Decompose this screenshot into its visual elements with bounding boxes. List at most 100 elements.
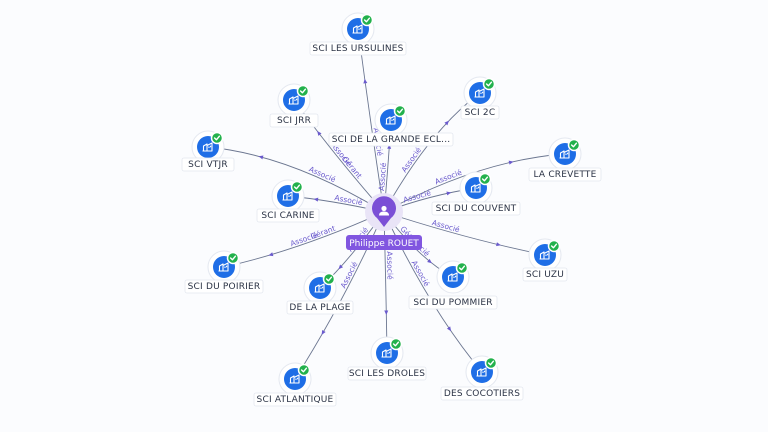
building-icon [539, 250, 550, 260]
node-label: SCI UZU [526, 270, 564, 280]
node-label-bg [328, 132, 454, 147]
company-node-sci-carine[interactable]: SCI CARINE [256, 179, 320, 223]
edge-label: Associé [433, 168, 463, 187]
verified-check-icon [210, 131, 224, 145]
building-icon [288, 95, 299, 105]
verified-check-icon [322, 272, 336, 286]
node-label-bg [431, 201, 521, 216]
node-label-bg [184, 279, 264, 294]
center-person-node[interactable]: Philippe ROUET [346, 193, 422, 250]
node-label-bg [440, 386, 524, 401]
node-label-bg [528, 167, 602, 182]
edge-arrow [313, 197, 319, 202]
node-label-bg [309, 41, 407, 56]
company-node-sci-du-poirier[interactable]: SCI DU POIRIER [184, 250, 264, 294]
edge-line [383, 211, 546, 256]
verified-check-icon [547, 239, 561, 253]
edge-label: Associé [410, 259, 432, 288]
building-icon [381, 348, 392, 358]
node-label-bg [269, 113, 319, 128]
node-label: DE LA PLAGE [289, 303, 350, 313]
node-label-bg [286, 300, 354, 315]
verified-check-icon [360, 13, 374, 27]
edge-label: Associé [385, 251, 395, 280]
center-label-bg [346, 235, 422, 250]
person-icon [379, 205, 389, 216]
node-label: SCI ATLANTIQUE [257, 395, 334, 405]
edge-arrow [363, 78, 368, 84]
nodes-layer: SCI LES URSULINES SCI JRR SCI DE LA GRANDE… [181, 12, 602, 407]
verified-check-icon [484, 356, 498, 370]
node-label: SCI DU COUVENT [436, 204, 517, 214]
node-label-bg [181, 157, 235, 172]
edge-arrow [444, 120, 449, 126]
edge-arrow [258, 155, 264, 160]
verified-check-icon [567, 138, 581, 152]
edge-label: Associé [377, 162, 388, 191]
node-label: LA CREVETTE [533, 170, 596, 180]
node-label-bg [522, 267, 568, 282]
company-node-sci-jrr[interactable]: SCI JRR [269, 83, 319, 128]
building-icon [385, 115, 396, 125]
node-label-bg [347, 366, 427, 381]
node-label: SCI VTJR [188, 160, 228, 170]
building-icon [282, 191, 293, 201]
node-label: DES COCOTIERS [444, 389, 520, 399]
node-label: SCI DE LA GRANDE ECL... [332, 135, 451, 145]
center-label: Philippe ROUET [349, 239, 419, 249]
edge-label: Associé [308, 164, 338, 184]
edge-arrow [338, 264, 344, 270]
verified-check-icon [290, 180, 304, 194]
node-label: SCI DU POMMIER [413, 298, 492, 308]
edge-arrow [268, 252, 274, 257]
node-label: SCI CARINE [261, 211, 314, 221]
edge-arrow [446, 191, 452, 196]
node-label-bg [408, 295, 498, 310]
edge-arrow [321, 329, 326, 335]
edge-line [223, 211, 385, 268]
edge-line [207, 146, 385, 213]
building-icon [476, 367, 487, 377]
company-node-sci-du-pommier[interactable]: SCI DU POMMIER [408, 260, 498, 310]
edge-arrow [446, 326, 452, 332]
edge-line [383, 153, 566, 213]
verified-check-icon [226, 251, 240, 265]
node-label: SCI LES DROLES [349, 369, 425, 379]
node-label: SCI DU POIRIER [188, 282, 261, 292]
company-node-la-crevette[interactable]: LA CREVETTE [528, 137, 602, 182]
verified-check-icon [389, 337, 403, 351]
edge-line [294, 211, 385, 380]
company-node-de-la-plage[interactable]: DE LA PLAGE [286, 271, 354, 315]
building-icon [289, 374, 300, 384]
edge-sci-les-droles: Associé [383, 211, 395, 354]
edge-label: Associé [402, 188, 432, 205]
company-node-sci-2c[interactable]: SCI 2C [460, 76, 500, 120]
verified-check-icon [393, 104, 407, 118]
company-node-sci-les-droles[interactable]: SCI LES DROLES [347, 336, 427, 381]
node-label-bg [256, 208, 320, 223]
verified-check-icon [297, 363, 311, 377]
company-node-sci-uzu[interactable]: SCI UZU [522, 238, 568, 282]
edge-arrow [387, 144, 392, 149]
company-node-sci-les-ursulines[interactable]: SCI LES URSULINES [309, 12, 407, 56]
verified-check-icon [296, 84, 310, 98]
building-icon [352, 24, 363, 34]
company-node-sci-vtjr[interactable]: SCI VTJR [181, 130, 235, 172]
edge-label: Associé [400, 145, 424, 174]
company-node-sci-de-la-grande-ecl[interactable]: SCI DE LA GRANDE ECL... [328, 103, 454, 147]
edge-line [383, 211, 388, 354]
edge-arrow [317, 131, 322, 136]
verified-check-icon [455, 261, 469, 275]
edge-arrow [427, 258, 432, 264]
company-node-sci-du-couvent[interactable]: SCI DU COUVENT [431, 171, 521, 216]
node-label-bg [460, 105, 500, 120]
node-label: SCI 2C [465, 108, 496, 118]
node-label: SCI JRR [277, 116, 311, 126]
edge-label: Associé [431, 218, 461, 234]
company-node-sci-atlantique[interactable]: SCI ATLANTIQUE [253, 362, 337, 407]
edge-arrow [384, 310, 389, 316]
company-node-des-cocotiers[interactable]: DES COCOTIERS [440, 355, 524, 401]
node-label-bg [253, 392, 337, 407]
verified-check-icon [482, 77, 496, 91]
